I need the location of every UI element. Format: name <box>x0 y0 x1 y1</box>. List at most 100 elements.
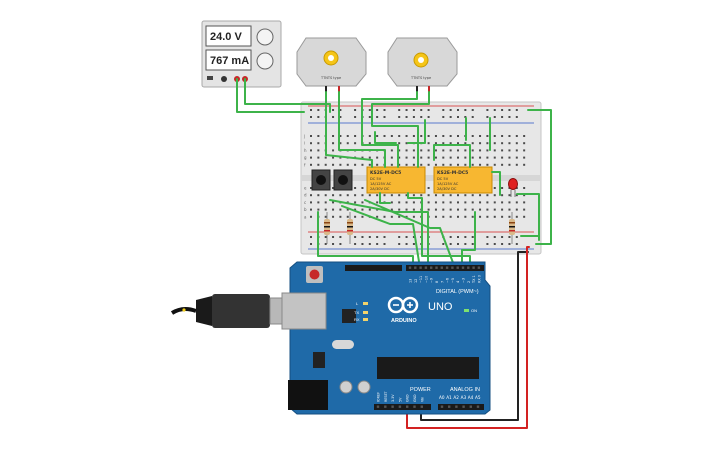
breadboard-hole[interactable] <box>501 156 504 159</box>
breadboard-hole[interactable] <box>427 194 430 197</box>
breadboard-hole[interactable] <box>427 187 430 189</box>
resistor-3[interactable] <box>509 212 515 244</box>
breadboard-hole[interactable] <box>405 163 408 166</box>
breadboard-hole[interactable] <box>493 156 496 159</box>
rail-hole[interactable] <box>449 236 452 238</box>
wire-psu-positive[interactable] <box>236 78 305 113</box>
breadboard-hole[interactable] <box>354 208 357 211</box>
breadboard-hole[interactable] <box>449 215 452 218</box>
breadboard-hole[interactable] <box>493 208 496 211</box>
rail-hole[interactable] <box>383 243 386 245</box>
rail-hole[interactable] <box>405 243 408 245</box>
rail-hole[interactable] <box>464 243 467 245</box>
rail-hole[interactable] <box>471 109 474 111</box>
breadboard-hole[interactable] <box>493 135 496 137</box>
breadboard-hole[interactable] <box>442 156 445 159</box>
rail-hole[interactable] <box>412 236 415 238</box>
rail-hole[interactable] <box>310 109 312 111</box>
analog-pin[interactable] <box>455 405 458 408</box>
power-pin[interactable] <box>376 405 380 408</box>
breadboard-hole[interactable] <box>310 215 312 218</box>
breadboard-hole[interactable] <box>317 201 320 204</box>
breadboard-hole[interactable] <box>368 208 371 211</box>
rail-hole[interactable] <box>376 109 379 111</box>
breadboard-hole[interactable] <box>420 194 423 197</box>
breadboard-hole[interactable] <box>464 194 467 197</box>
breadboard-hole[interactable] <box>486 208 489 211</box>
digital-pin[interactable] <box>472 266 475 269</box>
breadboard-hole[interactable] <box>501 201 504 204</box>
breadboard-hole[interactable] <box>434 149 437 152</box>
wire-to-pin[interactable] <box>461 211 476 269</box>
breadboard-hole[interactable] <box>361 201 364 204</box>
wire-5v[interactable] <box>406 246 530 429</box>
reset-button[interactable] <box>309 269 320 280</box>
breadboard-hole[interactable] <box>412 208 415 211</box>
breadboard-hole[interactable] <box>471 163 474 166</box>
breadboard-hole[interactable] <box>324 156 327 159</box>
breadboard-hole[interactable] <box>508 156 511 159</box>
rail-hole[interactable] <box>501 243 504 245</box>
breadboard-hole[interactable] <box>442 215 445 218</box>
breadboard-hole[interactable] <box>515 149 518 152</box>
breadboard-hole[interactable] <box>354 201 357 204</box>
breadboard-hole[interactable] <box>501 208 504 211</box>
breadboard-hole[interactable] <box>434 163 437 166</box>
breadboard-hole[interactable] <box>442 201 445 204</box>
analog-pin[interactable] <box>462 405 465 408</box>
breadboard-hole[interactable] <box>317 135 320 137</box>
breadboard-hole[interactable] <box>479 142 482 145</box>
breadboard-hole[interactable] <box>523 149 526 152</box>
breadboard-hole[interactable] <box>332 149 335 152</box>
breadboard-hole[interactable] <box>479 149 482 152</box>
rail-hole[interactable] <box>405 109 408 111</box>
breadboard-hole[interactable] <box>427 149 430 152</box>
breadboard-hole[interactable] <box>442 149 445 152</box>
breadboard-hole[interactable] <box>324 215 327 218</box>
digital-pin[interactable] <box>445 266 449 269</box>
breadboard-hole[interactable] <box>479 215 482 218</box>
power-supply[interactable]: 24.0 V 767 mA <box>201 20 282 88</box>
breadboard-hole[interactable] <box>464 201 467 204</box>
breadboard-hole[interactable] <box>310 201 312 204</box>
breadboard-hole[interactable] <box>449 163 452 166</box>
wire-motor1-b[interactable] <box>338 91 386 168</box>
breadboard-hole[interactable] <box>501 187 504 189</box>
breadboard-hole[interactable] <box>471 208 474 211</box>
breadboard-hole[interactable] <box>471 135 474 137</box>
breadboard-hole[interactable] <box>420 135 423 137</box>
breadboard-hole[interactable] <box>449 156 452 159</box>
breadboard-hole[interactable] <box>332 156 335 159</box>
breadboard-hole[interactable] <box>427 208 430 211</box>
analog-pin[interactable] <box>476 405 480 408</box>
breadboard-hole[interactable] <box>464 149 467 152</box>
breadboard-hole[interactable] <box>398 156 401 159</box>
breadboard-hole[interactable] <box>412 163 415 166</box>
rail-hole[interactable] <box>339 109 342 111</box>
rail-hole[interactable] <box>332 109 335 111</box>
breadboard-hole[interactable] <box>464 142 467 145</box>
breadboard-hole[interactable] <box>405 142 408 145</box>
breadboard-hole[interactable] <box>368 156 371 159</box>
power-pin[interactable] <box>398 405 402 408</box>
breadboard-hole[interactable] <box>354 187 357 189</box>
rail-hole[interactable] <box>486 116 489 118</box>
breadboard-hole[interactable] <box>523 201 526 204</box>
digital-pin[interactable] <box>414 266 417 269</box>
rail-hole[interactable] <box>310 236 312 238</box>
rail-hole[interactable] <box>508 116 511 118</box>
breadboard-hole[interactable] <box>412 135 415 137</box>
breadboard-hole[interactable] <box>390 208 393 211</box>
breadboard-hole[interactable] <box>479 163 482 166</box>
breadboard-hole[interactable] <box>310 156 312 159</box>
breadboard-hole[interactable] <box>479 135 482 137</box>
breadboard-hole[interactable] <box>390 194 393 197</box>
breadboard-hole[interactable] <box>434 156 437 159</box>
digital-pin[interactable] <box>451 266 454 269</box>
breadboard-hole[interactable] <box>361 194 364 197</box>
rail-hole[interactable] <box>368 109 371 111</box>
breadboard-hole[interactable] <box>493 163 496 166</box>
breadboard-hole[interactable] <box>324 201 327 204</box>
breadboard-hole[interactable] <box>310 149 312 152</box>
breadboard-hole[interactable] <box>515 187 518 189</box>
